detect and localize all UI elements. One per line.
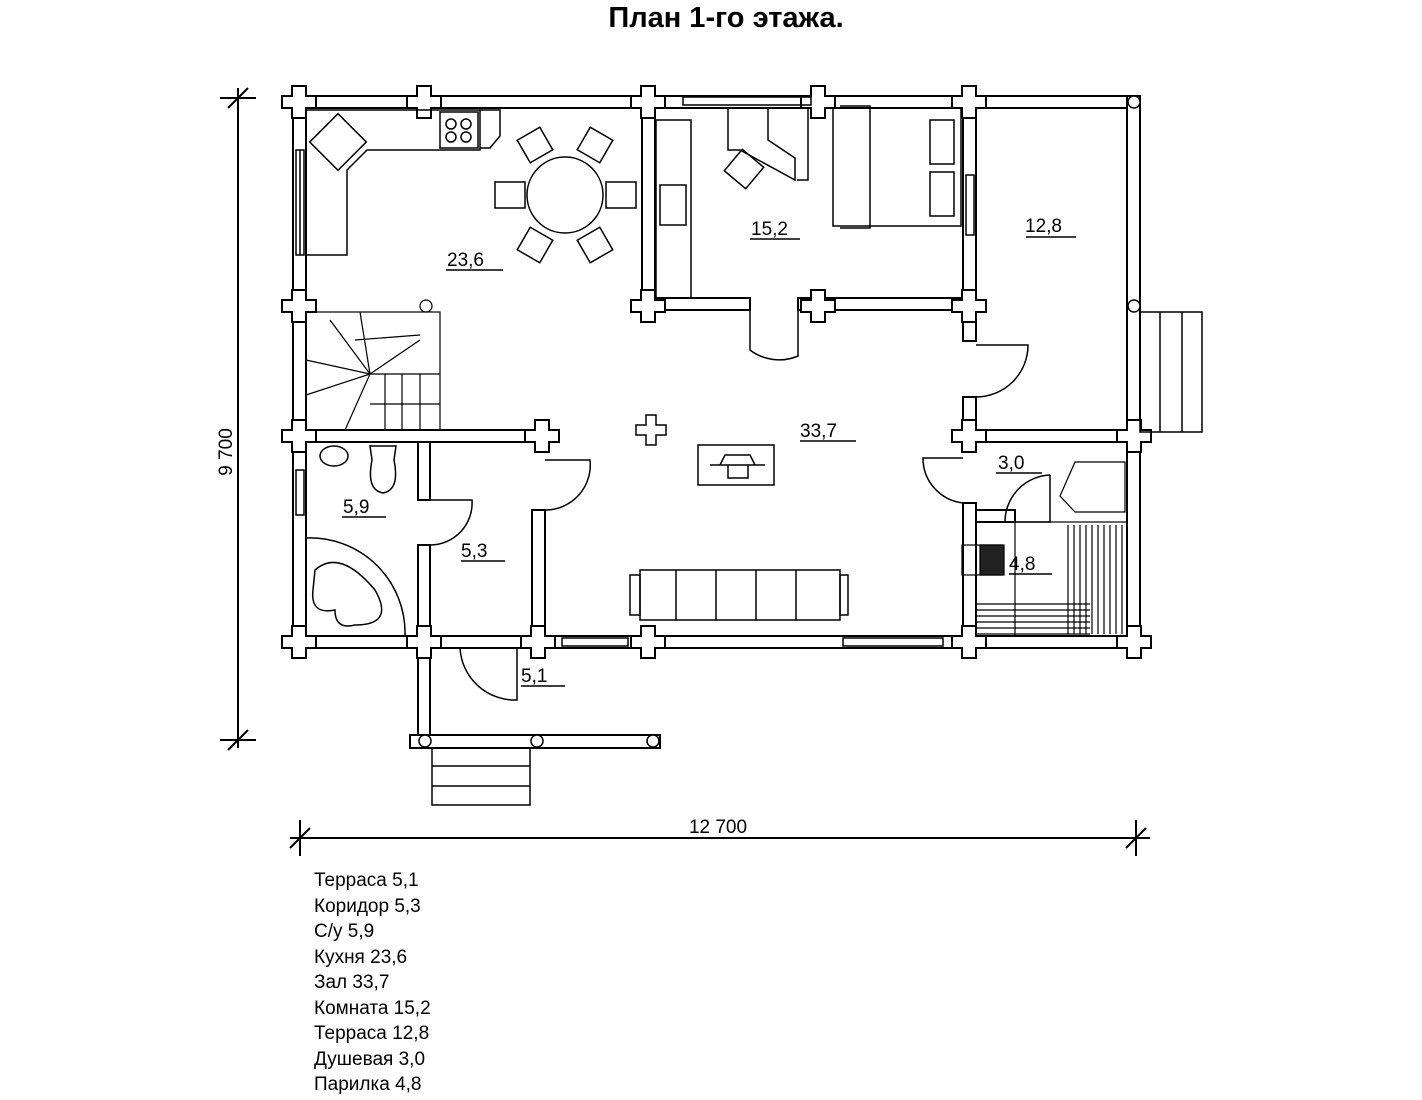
- plan-title: План 1-го этажа.: [608, 2, 844, 34]
- room-area-room: 15,2: [751, 219, 788, 240]
- log-corner: [630, 85, 666, 119]
- doors: [429, 310, 1051, 701]
- legend-item: Зал 33,7: [314, 972, 390, 993]
- room-area-terrace-right: 12,8: [1025, 216, 1062, 237]
- log-corner: [406, 625, 442, 659]
- room-area-hall: 33,7: [800, 421, 837, 442]
- wall: [975, 509, 1016, 523]
- porch-posts: [418, 95, 1141, 748]
- wall: [962, 429, 1141, 443]
- room-labels: 23,6 15,2 12,8 33,7 3,0 4,8 5,9 5,3 5,1: [343, 216, 1062, 687]
- legend-item: Терраса 12,8: [314, 1023, 430, 1044]
- wall: [641, 95, 656, 311]
- steps: [431, 311, 1203, 806]
- log-corner: [630, 289, 666, 323]
- staircase: [305, 299, 441, 431]
- legend-item: Парилка 4,8: [314, 1074, 422, 1095]
- log-corner: [951, 419, 987, 453]
- log-corner: [281, 625, 317, 659]
- log-corner: [951, 289, 987, 323]
- legend-item: Терраса 5,1: [314, 870, 419, 891]
- sauna-furniture: [961, 461, 1128, 637]
- windows: [295, 96, 975, 647]
- log-corner: [281, 289, 317, 323]
- log-corner: [524, 419, 560, 453]
- log-corner: [951, 85, 987, 119]
- height-dimension: 9 700: [216, 87, 256, 751]
- legend-item: Душевая 3,0: [314, 1048, 426, 1070]
- wall: [1126, 95, 1141, 649]
- room-legend: Терраса 5,1 Коридор 5,3 С/у 5,9 Кухня 23…: [314, 868, 431, 1098]
- bedroom-furniture: [655, 105, 962, 299]
- legend-item: С/у 5,9: [314, 921, 375, 942]
- room-area-sauna: 4,8: [1009, 554, 1035, 575]
- log-corner: [281, 419, 317, 453]
- log-corner: [800, 85, 836, 119]
- log-corner: [1116, 419, 1152, 453]
- room-area-kitchen: 23,6: [447, 250, 484, 271]
- hall-furniture: [629, 414, 849, 621]
- log-corner: [951, 625, 987, 659]
- kitchen-furniture: [306, 109, 637, 264]
- wall: [417, 647, 431, 741]
- log-corner: [630, 625, 666, 659]
- log-corner: [520, 625, 556, 659]
- room-label-underlines: [342, 236, 1076, 687]
- height-dimension-label: 9 700: [216, 428, 237, 476]
- wall: [292, 429, 551, 443]
- room-area-corridor: 5,3: [461, 541, 487, 562]
- width-dimension-label: 12 700: [689, 817, 747, 838]
- legend-item: Кухня 23,6: [314, 946, 408, 968]
- width-dimension: 12 700: [289, 817, 1150, 856]
- legend-item: Комната 15,2: [314, 997, 431, 1019]
- wall: [417, 441, 431, 501]
- room-area-wc: 5,9: [343, 497, 369, 518]
- log-corner: [800, 289, 836, 323]
- legend-item: Коридор 5,3: [314, 895, 421, 917]
- room-area-shower: 3,0: [998, 453, 1024, 474]
- log-corner: [281, 85, 317, 119]
- room-area-terrace-entry: 5,1: [521, 666, 547, 687]
- log-corner: [406, 85, 442, 119]
- wc-furniture: [305, 445, 406, 637]
